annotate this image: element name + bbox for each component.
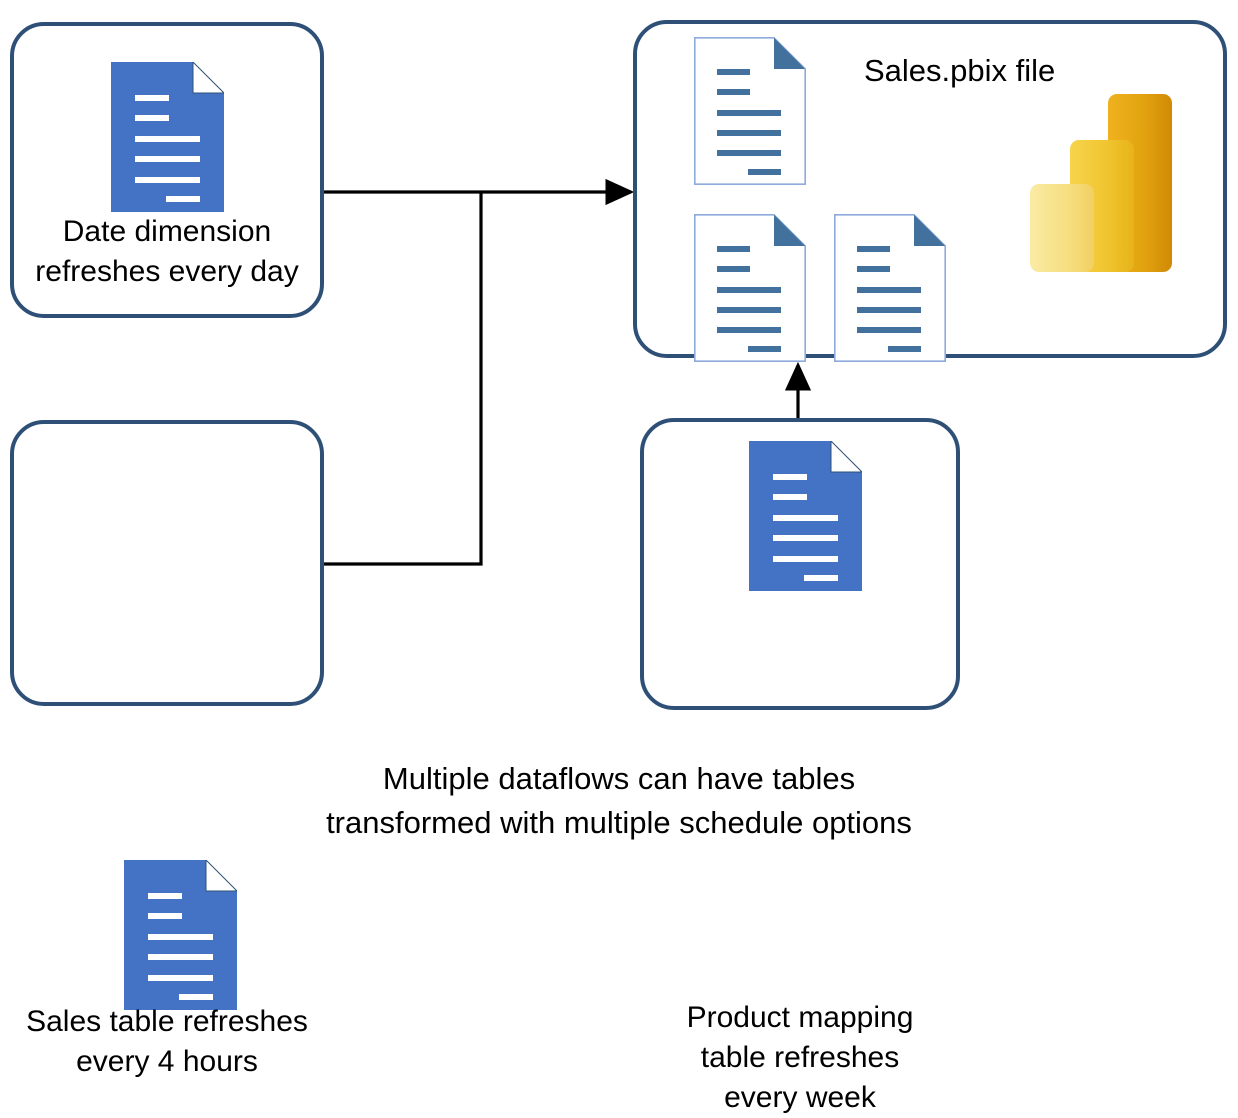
node-sales-pbix-label: Sales.pbix file [864,53,1056,88]
document-filled-icon [124,860,237,1010]
diagram-caption: Multiple dataflows can have tables trans… [326,761,912,841]
document-filled-icon [111,62,224,212]
node-sales-pbix[interactable]: Sales.pbix file [633,20,1227,362]
node-date-dimension-label: Date dimension refreshes every day [35,215,299,288]
document-outline-icon [834,214,946,362]
node-sales-table[interactable]: Sales table refreshes every 4 hours [10,420,324,1078]
document-outline-icon [694,214,806,362]
connector-sales-to-pbix [324,192,483,566]
node-date-dimension[interactable]: Date dimension refreshes every day [10,22,324,318]
node-product-mapping-label: Product mapping table refreshes every we… [686,1001,914,1114]
powerbi-logo-icon [1028,92,1174,274]
document-outline-icon [694,37,806,185]
document-filled-icon [749,441,862,591]
node-product-mapping[interactable]: Product mapping table refreshes every we… [640,418,960,1114]
node-sales-table-label: Sales table refreshes every 4 hours [26,1005,308,1078]
